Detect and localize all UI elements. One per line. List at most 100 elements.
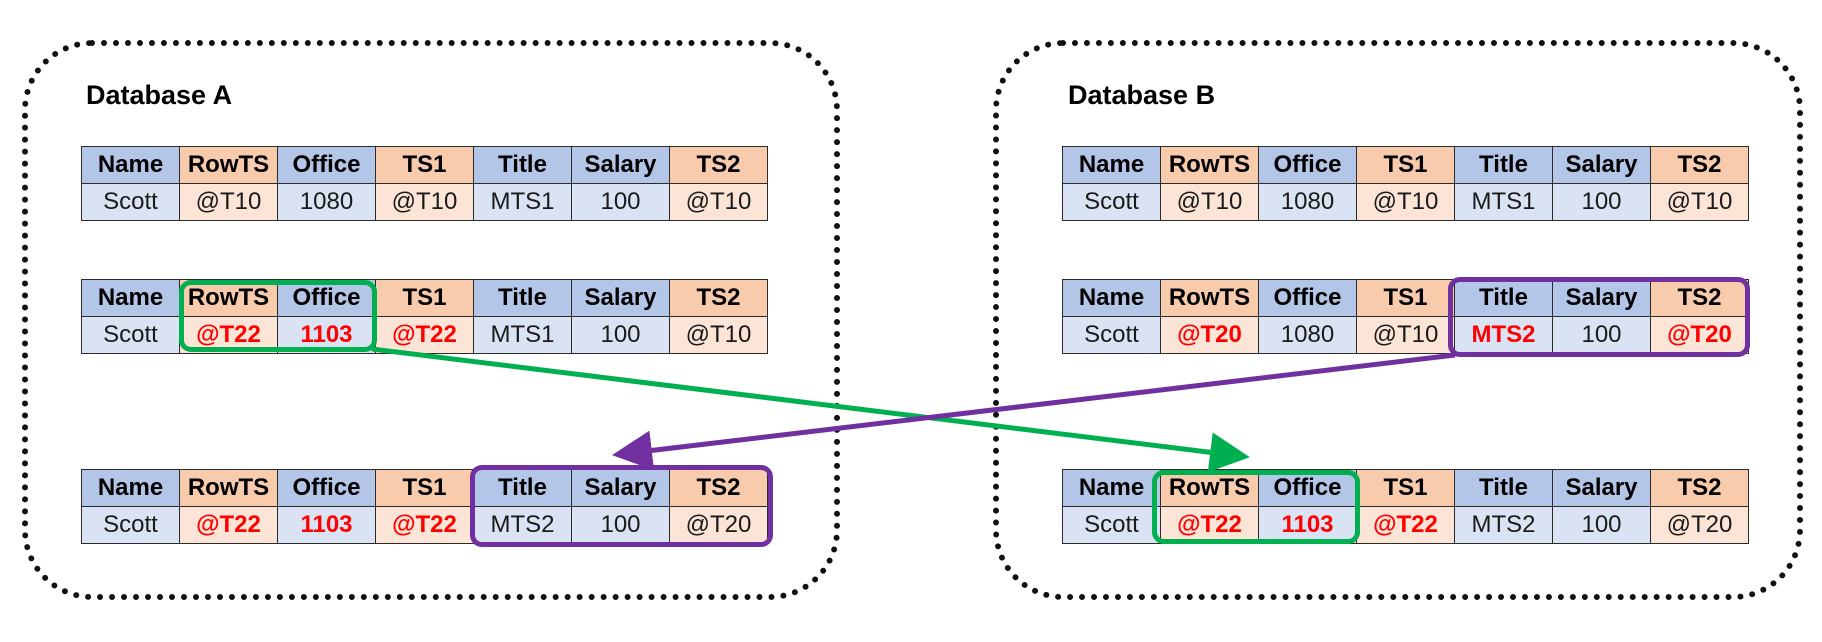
header-cell-ts2: TS2: [1650, 146, 1749, 184]
header-cell-ts2: TS2: [669, 146, 768, 184]
value-cell-ts1: @T10: [1356, 183, 1455, 221]
value-cell-title: MTS1: [1454, 183, 1553, 221]
header-cell-title: Title: [473, 469, 572, 507]
value-cell-ts2: @T20: [1650, 506, 1749, 544]
value-cell-rowts: @T10: [179, 183, 278, 221]
header-cell-ts1: TS1: [375, 279, 474, 317]
header-cell-office: Office: [277, 279, 376, 317]
header-cell-title: Title: [1454, 146, 1553, 184]
value-cell-name: Scott: [81, 183, 180, 221]
header-cell-office: Office: [1258, 146, 1357, 184]
value-cell-ts2: @T10: [669, 183, 768, 221]
value-cell-office: 1103: [277, 316, 376, 354]
header-cell-ts1: TS1: [1356, 146, 1455, 184]
value-cell-rowts: @T22: [179, 506, 278, 544]
database-b-container: [993, 40, 1803, 600]
header-cell-salary: Salary: [571, 469, 670, 507]
header-cell-salary: Salary: [571, 279, 670, 317]
header-cell-rowts: RowTS: [1160, 279, 1259, 317]
value-cell-salary: 100: [1552, 183, 1651, 221]
header-cell-ts1: TS1: [375, 469, 474, 507]
database-a-container: [22, 40, 840, 600]
value-cell-name: Scott: [1062, 506, 1161, 544]
header-cell-office: Office: [1258, 279, 1357, 317]
header-cell-name: Name: [1062, 279, 1161, 317]
header-cell-name: Name: [1062, 146, 1161, 184]
value-cell-ts2: @T20: [669, 506, 768, 544]
header-cell-title: Title: [1454, 469, 1553, 507]
header-cell-salary: Salary: [571, 146, 670, 184]
header-cell-name: Name: [81, 469, 180, 507]
header-cell-name: Name: [81, 146, 180, 184]
value-cell-rowts: @T22: [1160, 506, 1259, 544]
value-cell-title: MTS2: [1454, 316, 1553, 354]
value-cell-name: Scott: [81, 316, 180, 354]
value-cell-salary: 100: [571, 183, 670, 221]
header-cell-rowts: RowTS: [1160, 469, 1259, 507]
database-a-title: Database A: [86, 80, 233, 110]
header-cell-rowts: RowTS: [179, 279, 278, 317]
value-cell-title: MTS1: [473, 316, 572, 354]
header-cell-title: Title: [473, 279, 572, 317]
value-cell-name: Scott: [1062, 183, 1161, 221]
header-cell-ts2: TS2: [1650, 279, 1749, 317]
value-cell-title: MTS1: [473, 183, 572, 221]
value-cell-salary: 100: [571, 316, 670, 354]
database-b-title: Database B: [1068, 80, 1216, 110]
value-cell-office: 1080: [277, 183, 376, 221]
header-cell-ts1: TS1: [1356, 279, 1455, 317]
value-cell-name: Scott: [81, 506, 180, 544]
value-cell-rowts: @T10: [1160, 183, 1259, 221]
value-cell-ts2: @T20: [1650, 316, 1749, 354]
value-cell-office: 1103: [277, 506, 376, 544]
value-cell-title: MTS2: [473, 506, 572, 544]
header-cell-rowts: RowTS: [179, 146, 278, 184]
header-cell-title: Title: [1454, 279, 1553, 317]
value-cell-office: 1103: [1258, 506, 1357, 544]
value-cell-rowts: @T20: [1160, 316, 1259, 354]
header-cell-office: Office: [1258, 469, 1357, 507]
value-cell-ts1: @T10: [1356, 316, 1455, 354]
value-cell-salary: 100: [571, 506, 670, 544]
header-cell-salary: Salary: [1552, 279, 1651, 317]
header-cell-title: Title: [473, 146, 572, 184]
value-cell-office: 1080: [1258, 183, 1357, 221]
value-cell-office: 1080: [1258, 316, 1357, 354]
value-cell-salary: 100: [1552, 506, 1651, 544]
header-cell-salary: Salary: [1552, 469, 1651, 507]
value-cell-name: Scott: [1062, 316, 1161, 354]
value-cell-ts1: @T22: [375, 316, 474, 354]
header-cell-name: Name: [81, 279, 180, 317]
header-cell-ts2: TS2: [669, 469, 768, 507]
value-cell-ts1: @T22: [1356, 506, 1455, 544]
header-cell-rowts: RowTS: [179, 469, 278, 507]
header-cell-ts1: TS1: [1356, 469, 1455, 507]
value-cell-ts2: @T10: [669, 316, 768, 354]
value-cell-rowts: @T22: [179, 316, 278, 354]
header-cell-office: Office: [277, 469, 376, 507]
header-cell-salary: Salary: [1552, 146, 1651, 184]
value-cell-ts1: @T22: [375, 506, 474, 544]
value-cell-ts1: @T10: [375, 183, 474, 221]
header-cell-name: Name: [1062, 469, 1161, 507]
header-cell-rowts: RowTS: [1160, 146, 1259, 184]
header-cell-ts2: TS2: [1650, 469, 1749, 507]
